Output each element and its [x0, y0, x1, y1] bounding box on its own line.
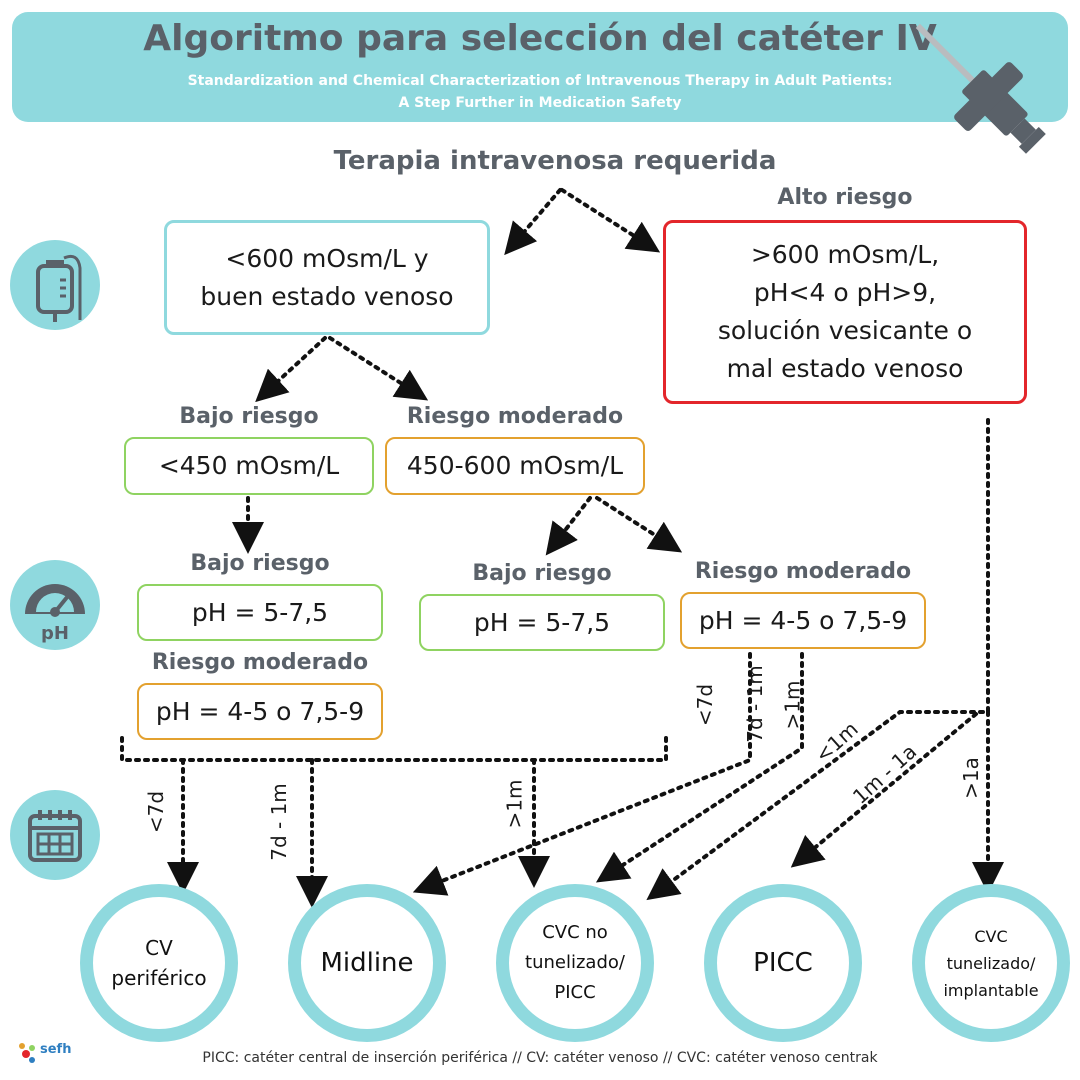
page-title: Algoritmo para selección del catéter IV	[143, 18, 937, 59]
outcome-cvc-nt-line: CVC no	[542, 922, 608, 943]
outcome-cv-peripheral-line: periférico	[111, 966, 207, 990]
arrow-osmmod-right	[595, 496, 683, 553]
outcome-cvc-nt-line: PICC	[554, 982, 596, 1003]
calendar-icon	[10, 790, 100, 880]
high-risk-line: solución vesicante o	[717, 316, 973, 345]
osm-low-heading: Bajo riesgo	[179, 404, 319, 429]
arrow-highrisk-picc	[790, 712, 978, 868]
outcome-midline: Midline	[288, 884, 446, 1042]
arrow-good-left	[255, 336, 327, 403]
duration-7d1m-right: 7d - 1m	[742, 665, 767, 743]
arrow-start-right	[560, 188, 661, 253]
duration-lt7d-left: <7d	[144, 790, 169, 834]
catheter-icon	[915, 23, 1046, 154]
ph-left-moderate-box: pH = 4-5 o 7,5-9	[137, 683, 383, 740]
sefh-logo: sefh	[16, 1040, 76, 1072]
arrow-highrisk-down	[646, 418, 990, 901]
footer-legend: PICC: catéter central de inserción perif…	[202, 1050, 878, 1066]
outcome-cvc-t-line: implantable	[943, 980, 1039, 1000]
ph-left-low-box: pH = 5-7,5	[137, 584, 383, 641]
start-label: Terapia intravenosa requerida	[333, 146, 777, 176]
ph-left-low-heading: Bajo riesgo	[190, 551, 330, 576]
outcome-cvc-non-tunneled: CVC no tunelizado/ PICC	[496, 884, 654, 1042]
duration-gt1m-left: >1m	[502, 779, 527, 829]
page-subtitle: Standardization and Chemical Characteriz…	[12, 70, 1068, 114]
outcome-cvc-t-line: CVC	[974, 926, 1008, 946]
header-banner	[12, 12, 1068, 122]
outcome-picc-label: PICC	[753, 948, 813, 978]
outcome-cvc-tunneled: CVC tunelizado/ implantable	[912, 884, 1070, 1042]
ph-right-moderate-box: pH = 4-5 o 7,5-9	[680, 592, 926, 649]
iv-bag-icon	[10, 240, 100, 330]
arrow-ph-right-1	[412, 652, 752, 896]
outcome-cvc-nt-line: tunelizado/	[525, 952, 625, 973]
subtitle-line-1: Standardization and Chemical Characteriz…	[187, 73, 893, 89]
outcome-cv-peripheral: CV periférico	[80, 884, 238, 1042]
duration-7d1m-left: 7d - 1m	[266, 783, 291, 861]
osm-moderate-heading: Riesgo moderado	[406, 404, 624, 429]
osm-low-box: <450 mOsm/L	[124, 437, 374, 495]
high-risk-heading: Alto riesgo	[777, 185, 913, 210]
ph-left-moderate-heading: Riesgo moderado	[151, 650, 369, 675]
good-condition-line: <600 mOsm/L y	[225, 243, 429, 273]
arrow-good-right	[328, 336, 429, 401]
ph-mid-low-box: pH = 5-7,5	[419, 594, 665, 651]
subtitle-line-2: A Step Further in Medication Safety	[398, 95, 682, 111]
high-risk-box: >600 mOsm/L, pH<4 o pH>9, solución vesic…	[663, 220, 1027, 404]
duration-lt7d-right: <7d	[693, 683, 718, 727]
ph-mid-low-heading: Bajo riesgo	[472, 561, 612, 586]
outcome-midline-label: Midline	[320, 948, 414, 978]
good-condition-box: <600 mOsm/L y buen estado venoso	[164, 220, 490, 335]
arrow-osmmod-left	[545, 496, 592, 556]
ph-right-moderate-heading: Riesgo moderado	[694, 559, 912, 584]
duration-gt1m-right: >1m	[780, 680, 805, 730]
arrow-start-left	[504, 188, 562, 256]
duration-gt1a: >1a	[958, 757, 983, 799]
left-bracket	[120, 736, 668, 762]
high-risk-line: >600 mOsm/L,	[750, 240, 940, 269]
logo-text: sefh	[40, 1042, 72, 1057]
arrow-ph-right-2	[595, 652, 804, 883]
good-condition-line: buen estado venoso	[200, 281, 454, 311]
high-risk-line: mal estado venoso	[726, 354, 964, 383]
outcome-picc: PICC	[704, 884, 862, 1042]
outcome-cv-peripheral-line: CV	[145, 936, 173, 960]
ph-gauge-icon: pH	[10, 560, 100, 650]
outcome-cvc-t-line: tunelizado/	[946, 953, 1036, 973]
high-risk-line: pH<4 o pH>9,	[753, 278, 937, 307]
osm-moderate-box: 450-600 mOsm/L	[385, 437, 645, 495]
svg-text:pH: pH	[41, 623, 69, 644]
